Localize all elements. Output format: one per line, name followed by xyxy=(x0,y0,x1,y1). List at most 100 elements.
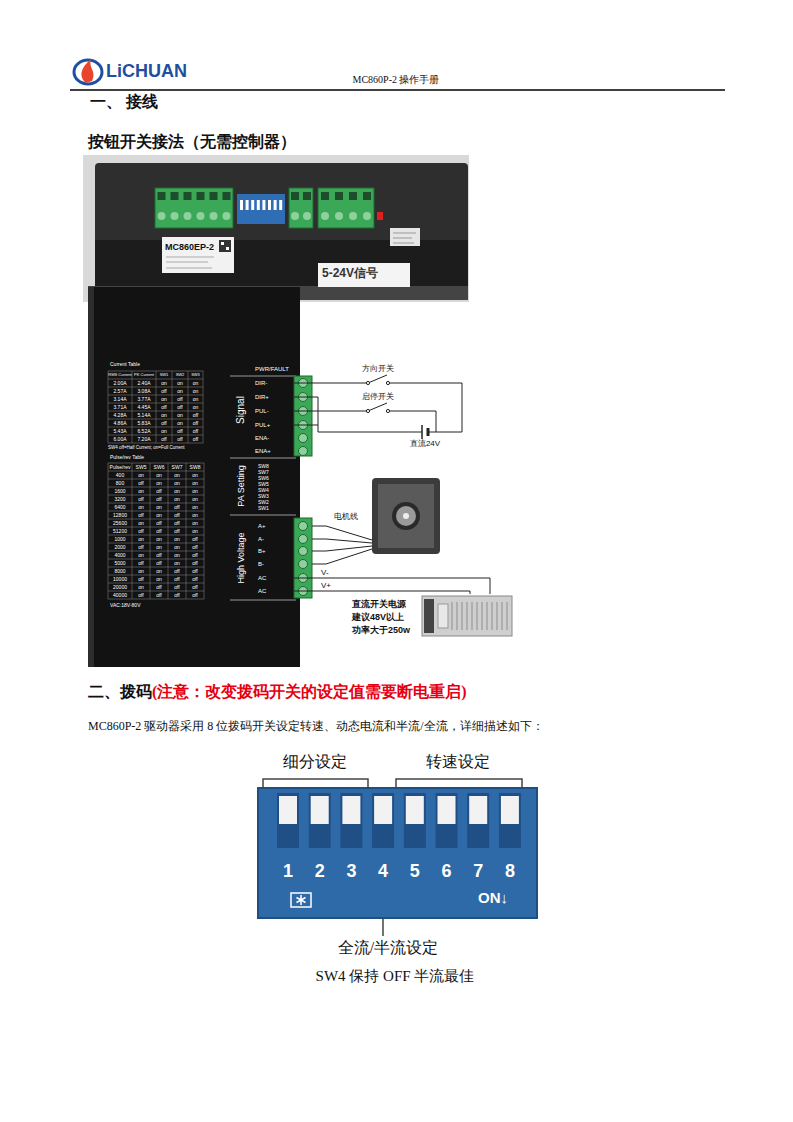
dip-switch-photo xyxy=(467,793,489,848)
table-cell: on xyxy=(186,479,204,487)
switch-number: 6 xyxy=(441,861,451,882)
switch-name: SW6 xyxy=(258,475,269,482)
signal-section: SignalPWR/FAULTDIR-DIR+PUL-PUL+ENA-ENA+ xyxy=(228,362,294,456)
table-cell: off xyxy=(132,575,150,583)
switch-number: 7 xyxy=(473,861,483,882)
driver-top-photo xyxy=(226,247,229,250)
driver-side-panel xyxy=(88,287,94,667)
wire-label: V+ xyxy=(320,581,332,590)
dip-switch-photo xyxy=(404,793,426,848)
signal-level-label: 5-24V信号 xyxy=(322,267,378,281)
table-cell: off xyxy=(172,403,188,411)
driver-top-photo xyxy=(197,212,205,220)
table-cell: on xyxy=(188,403,203,411)
power-supply: 直流开关电源 建议48V以上 功率大于250w xyxy=(352,594,517,640)
driver-top-photo xyxy=(291,212,299,220)
table-cell: 4.86A xyxy=(108,419,132,427)
table-cell: off xyxy=(168,591,186,599)
switch-symbol xyxy=(386,381,389,384)
driver-top-photo xyxy=(166,257,214,268)
table-cell: on xyxy=(168,543,186,551)
dip-switch-photo xyxy=(372,793,394,848)
driver-top-photo xyxy=(83,155,469,302)
table-cell: 8000 xyxy=(108,567,132,575)
section-heading: 一、 接线 xyxy=(90,93,158,111)
table-cell: on xyxy=(156,411,172,419)
dip-switch-photo xyxy=(258,788,537,918)
driver-side-panel xyxy=(230,376,296,600)
terminal-block xyxy=(294,376,312,598)
pin-name: A- xyxy=(258,535,264,543)
wire xyxy=(294,591,470,594)
supply-label: 直流开关电源 建议48V以上 功率大于250w xyxy=(352,598,412,637)
driver-top-photo xyxy=(237,194,285,224)
table-cell: on xyxy=(186,503,204,511)
table-cell: on xyxy=(168,479,186,487)
voltage-range: VAC:18V-80V xyxy=(110,603,140,609)
table-header: SW6 xyxy=(150,463,168,471)
wire xyxy=(406,411,436,424)
switch-name: SW3 xyxy=(258,493,269,500)
table-cell: 4.28A xyxy=(108,411,132,419)
table-cell: on xyxy=(168,487,186,495)
table-cell: on xyxy=(186,527,204,535)
psu-symbol xyxy=(422,596,512,636)
table-cell: on xyxy=(188,387,203,395)
pin-name: PUL- xyxy=(255,407,269,415)
battery-symbol xyxy=(427,428,430,436)
table-cell: off xyxy=(186,543,204,551)
terminal-block xyxy=(299,560,308,569)
table-cell: 3200 xyxy=(108,495,132,503)
table-cell: on xyxy=(150,511,168,519)
dip-switch-photo xyxy=(311,796,329,824)
driver-top-photo xyxy=(279,200,282,210)
table-cell: 2000 xyxy=(108,543,132,551)
page-header: MC860P-2 操作手册 xyxy=(353,74,440,86)
pin-name: ENA+ xyxy=(255,447,271,455)
table-cell: off xyxy=(186,551,204,559)
table-cell: 6400 xyxy=(108,503,132,511)
table-cell: 1600 xyxy=(108,487,132,495)
table-cell: off xyxy=(156,435,172,443)
switch-name: SW7 xyxy=(258,469,269,476)
dip-switch-photo xyxy=(406,796,424,824)
driver-top-photo xyxy=(251,200,254,210)
source-label: 直流24V xyxy=(410,439,440,449)
table-cell: off xyxy=(150,487,168,495)
driver-top-photo xyxy=(223,192,231,200)
table-cell: off xyxy=(150,495,168,503)
driver-top-photo xyxy=(349,192,357,200)
table-cell: off xyxy=(150,551,168,559)
stepper-motor xyxy=(372,478,440,554)
driver-top-photo xyxy=(335,212,343,220)
table-cell: on xyxy=(132,551,150,559)
pin-name: PUL+ xyxy=(255,421,270,429)
table-cell: on xyxy=(132,583,150,591)
dip-switch-photo xyxy=(436,793,458,848)
table-cell: off xyxy=(156,387,172,395)
table-cell: 5.43A xyxy=(108,427,132,435)
pulse-table-grid xyxy=(108,463,204,599)
table-cell: off xyxy=(156,419,172,427)
switch-symbol xyxy=(386,409,389,412)
dip-switch-photo xyxy=(297,895,306,905)
pin-name: B+ xyxy=(258,547,266,555)
table-cell: on xyxy=(150,479,168,487)
header xyxy=(74,60,102,84)
pin-name: A+ xyxy=(258,522,266,530)
dip-switch-photo xyxy=(501,796,519,824)
table-cell: off xyxy=(186,535,204,543)
switch-number: 1 xyxy=(283,861,293,882)
terminal-block xyxy=(294,376,312,456)
dip-switch-photo xyxy=(342,796,360,824)
psu-symbol xyxy=(452,602,507,630)
dip-switch-photo xyxy=(469,796,487,824)
section-name: Signal xyxy=(236,396,246,424)
driver-top-photo xyxy=(158,212,166,220)
table-header: SW8 xyxy=(186,463,204,471)
table-cell: off xyxy=(156,403,172,411)
high-voltage-section: High VoltageA+A-B+B-ACAC xyxy=(228,518,294,598)
pin-name: DIR+ xyxy=(255,393,269,401)
table-cell: 2.57A xyxy=(108,387,132,395)
driver-top-photo xyxy=(318,188,374,228)
